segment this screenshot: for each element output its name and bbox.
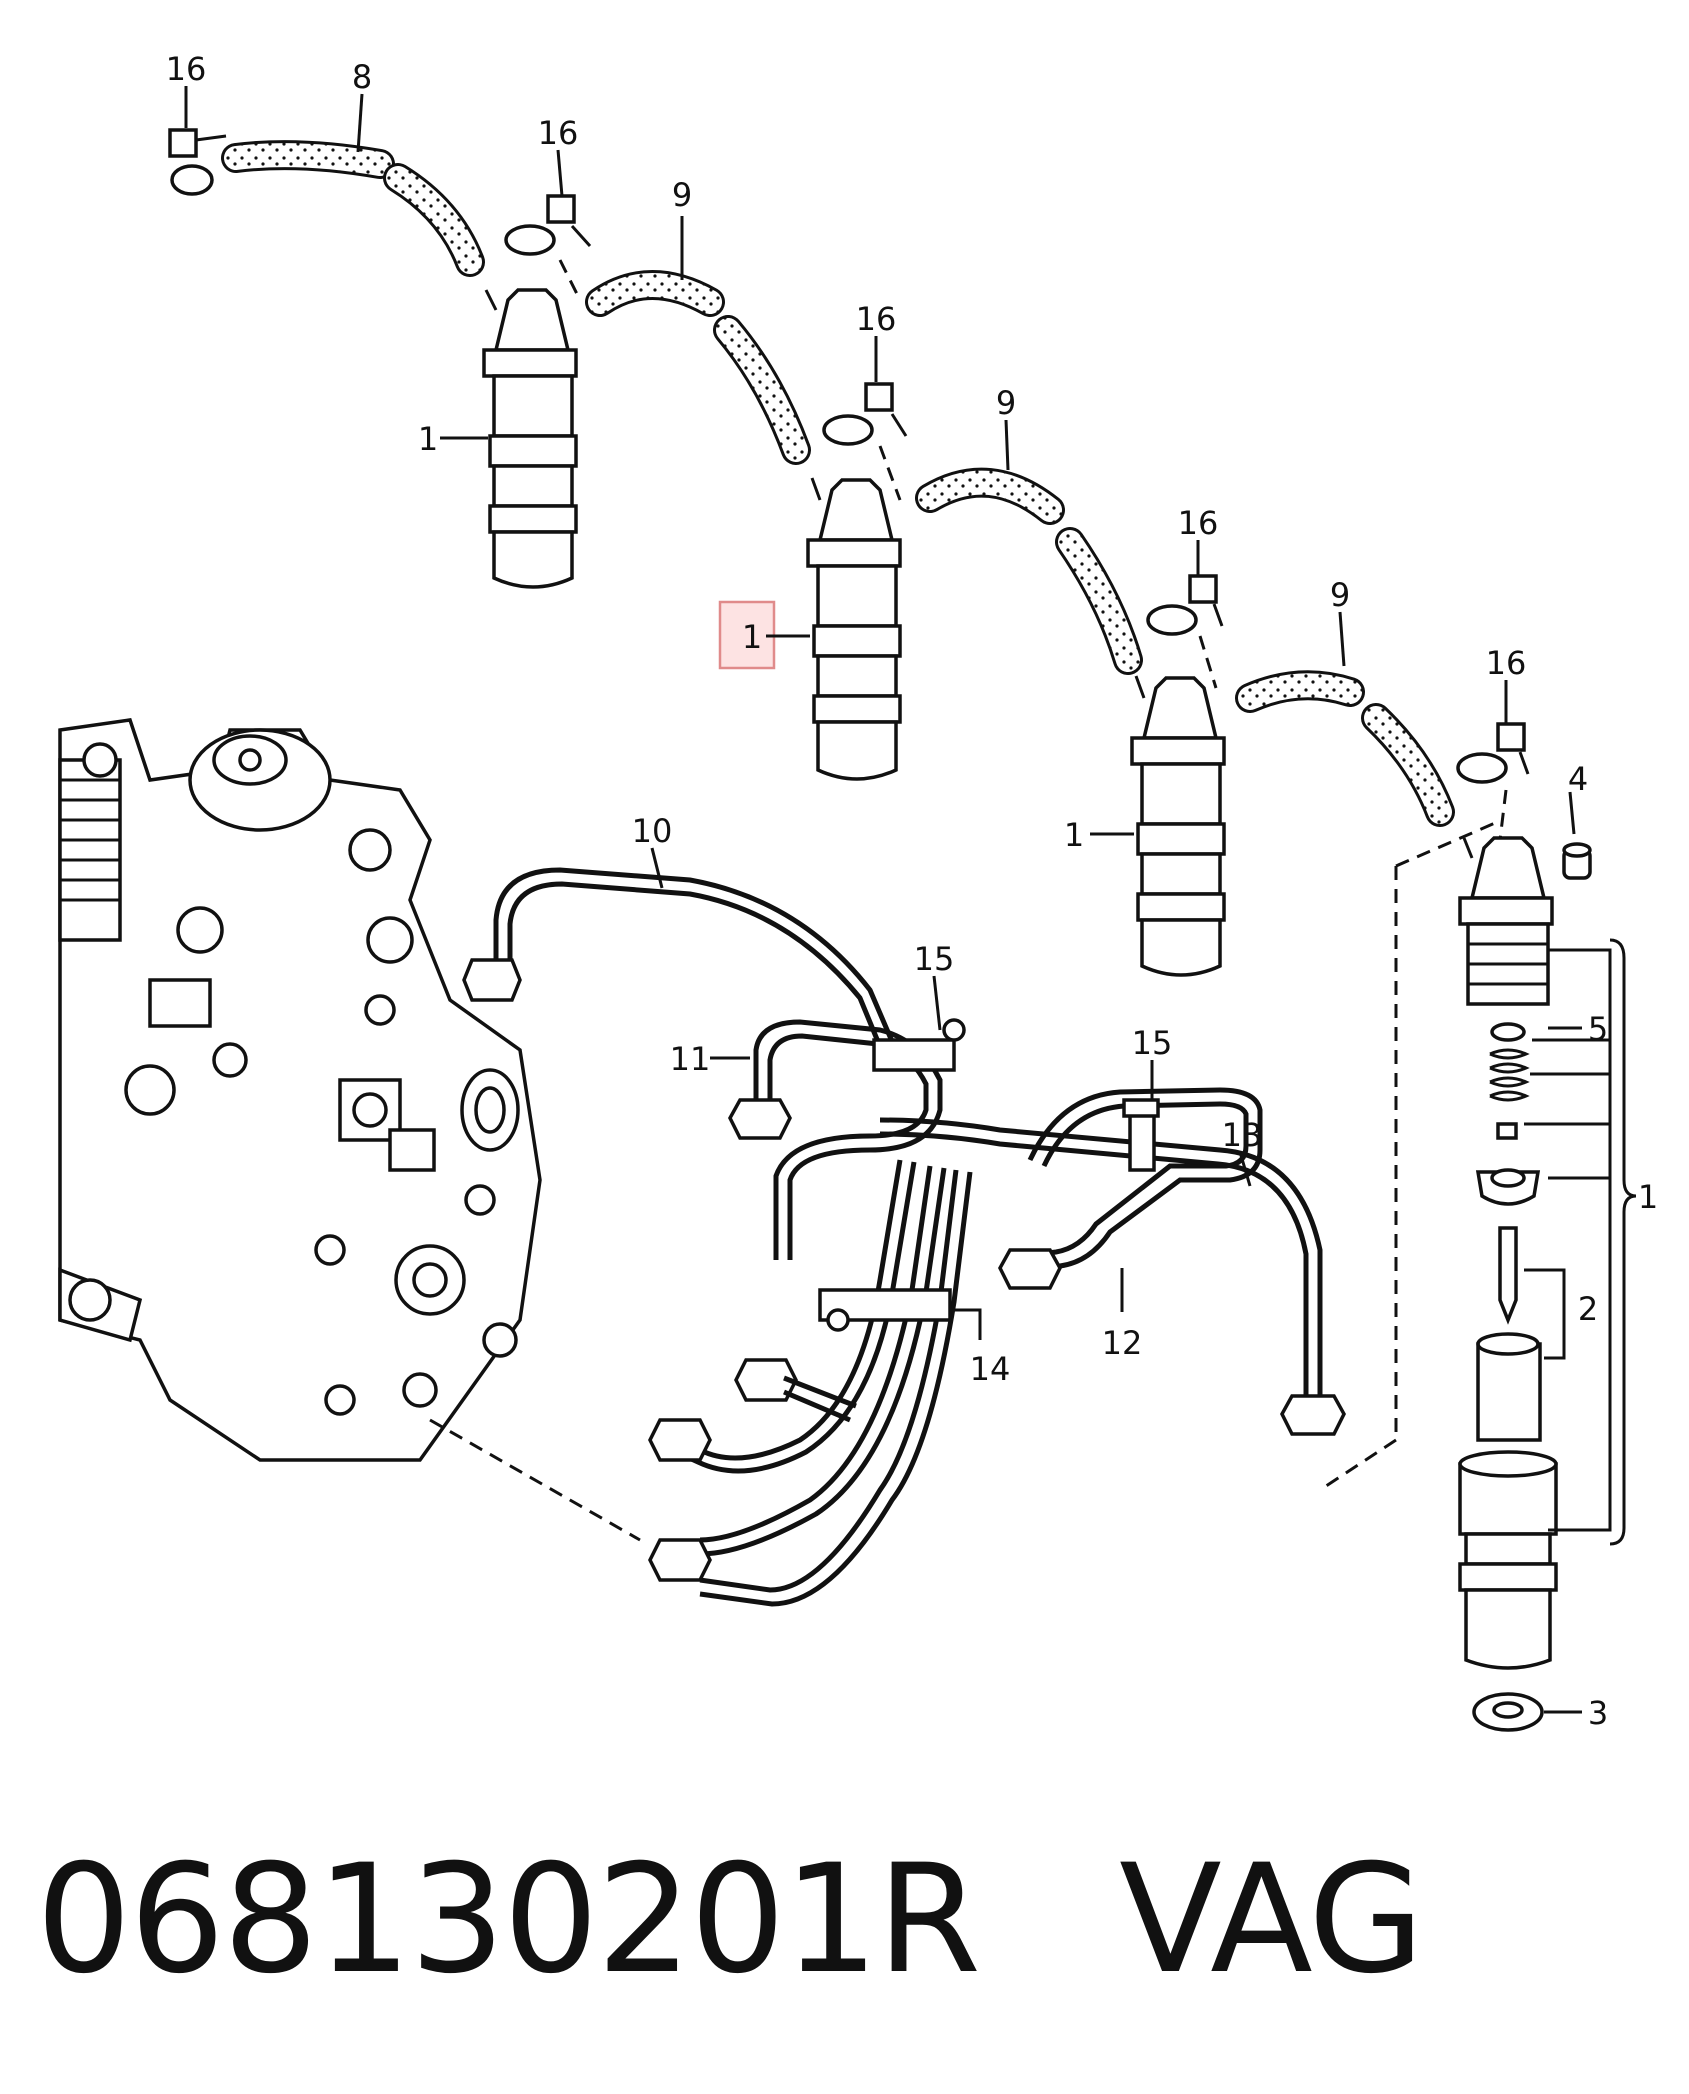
hose-clamp-icon <box>168 128 227 196</box>
callout-9[interactable]: 9 <box>672 176 692 214</box>
callout-2[interactable]: 2 <box>1578 1290 1598 1328</box>
injector-1 <box>482 288 578 589</box>
leak-off-hose-9a <box>585 270 811 465</box>
exploded-injector <box>1458 836 1558 1732</box>
leader-lines <box>184 86 1582 1714</box>
callout-3[interactable]: 3 <box>1588 1694 1608 1732</box>
injection-pipes <box>462 867 1346 1607</box>
leak-off-hose-9b <box>915 467 1143 675</box>
callout-12[interactable]: 12 <box>1102 1324 1143 1362</box>
callout-1[interactable]: 1 <box>418 420 438 458</box>
injector-2 <box>806 477 902 781</box>
brand-name: VAG <box>1119 1833 1424 2007</box>
callout-16[interactable]: 16 <box>1178 504 1219 542</box>
selected-callout-highlight[interactable] <box>718 600 776 670</box>
callout-10[interactable]: 10 <box>632 812 673 850</box>
callout-4[interactable]: 4 <box>1568 760 1588 798</box>
callout-14[interactable]: 14 <box>970 1350 1011 1388</box>
callout-5[interactable]: 5 <box>1588 1010 1608 1048</box>
leak-off-hose-9c <box>1235 670 1455 827</box>
exploded-parts-diagram: 16 8 16 9 16 9 1 1 16 9 16 4 1 10 15 11 … <box>58 50 1658 1732</box>
callout-15[interactable]: 15 <box>914 940 955 978</box>
hose-clamp-icon <box>822 382 908 446</box>
callout-16[interactable]: 16 <box>1486 644 1527 682</box>
callout-1[interactable]: 1 <box>1638 1178 1658 1216</box>
hose-clamp-icon <box>1146 574 1224 636</box>
callout-8[interactable]: 8 <box>352 58 372 96</box>
callout-13[interactable]: 13 <box>1222 1116 1263 1154</box>
cap-icon <box>1562 842 1592 880</box>
part-number: 068130201R <box>36 1833 981 2007</box>
leak-off-hose-8 <box>221 140 485 277</box>
callout-16[interactable]: 16 <box>538 114 579 152</box>
callout-9[interactable]: 9 <box>996 384 1016 422</box>
callout-15[interactable]: 15 <box>1132 1024 1173 1062</box>
callout-11[interactable]: 11 <box>670 1040 711 1078</box>
hose-clamp-icon <box>1456 722 1530 784</box>
hose-clamp-icon <box>504 194 592 256</box>
callout-1[interactable]: 1 <box>1064 816 1084 854</box>
callout-1-selected[interactable]: 1 <box>742 618 762 656</box>
callout-16[interactable]: 16 <box>166 50 207 88</box>
callout-16[interactable]: 16 <box>856 300 897 338</box>
injection-pump <box>58 718 542 1462</box>
callout-9[interactable]: 9 <box>1330 576 1350 614</box>
injector-3 <box>1130 675 1226 977</box>
part-caption: 068130201R VAG <box>36 1820 1656 2020</box>
